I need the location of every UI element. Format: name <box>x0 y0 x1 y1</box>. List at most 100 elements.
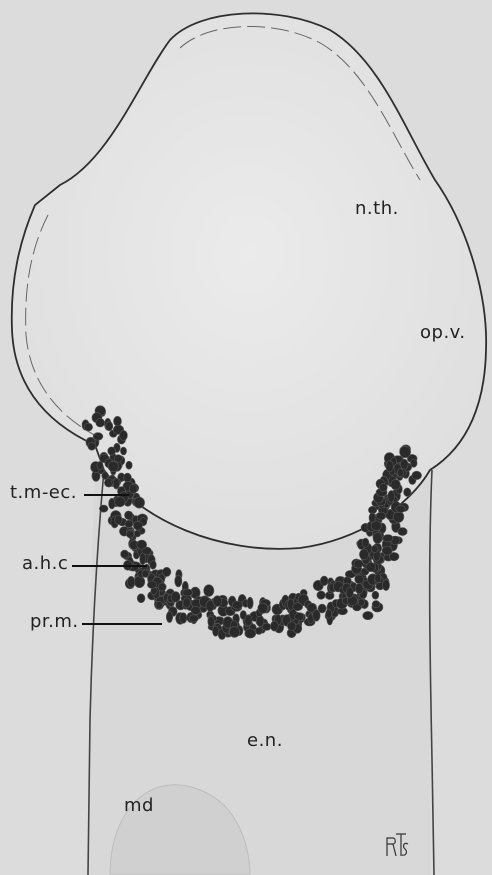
cell <box>96 418 105 427</box>
cell <box>386 461 393 472</box>
cell <box>133 521 142 530</box>
cell <box>114 416 122 426</box>
cell <box>88 442 96 450</box>
cell <box>320 576 328 586</box>
cell <box>97 461 103 469</box>
cell <box>313 610 321 622</box>
cell <box>208 616 215 627</box>
cell <box>247 597 253 609</box>
cell <box>134 530 140 537</box>
cell <box>191 606 201 614</box>
label-ahc: a.h.c <box>22 553 68 574</box>
cell <box>93 433 103 441</box>
cell <box>355 575 364 584</box>
cell <box>125 511 133 520</box>
cell <box>113 478 119 489</box>
cell <box>158 583 166 591</box>
label-tmec: t.m-ec. <box>10 482 77 503</box>
label-prm: pr.m. <box>30 611 79 632</box>
label-nth: n.th. <box>355 198 399 219</box>
cell <box>376 512 386 520</box>
cell <box>398 528 407 536</box>
cell <box>126 461 132 469</box>
cell <box>232 601 242 609</box>
cell <box>204 585 214 597</box>
cell <box>372 591 379 599</box>
label-opv: op.v. <box>420 322 466 343</box>
cell <box>397 469 403 477</box>
cell <box>412 471 422 479</box>
cell <box>166 611 172 622</box>
cell <box>383 535 393 542</box>
cell <box>355 583 363 593</box>
cell <box>213 626 219 636</box>
cell <box>140 553 146 565</box>
cell <box>134 576 145 588</box>
cell <box>180 613 187 624</box>
cell <box>125 520 133 527</box>
cell <box>120 447 126 455</box>
label-md: md <box>124 795 154 816</box>
cell <box>137 540 147 549</box>
cell <box>295 613 304 621</box>
cell <box>229 627 240 638</box>
cell <box>142 570 149 577</box>
cell <box>359 549 368 560</box>
cell <box>108 461 118 471</box>
cell <box>213 596 222 607</box>
cell <box>354 560 363 568</box>
cell <box>346 587 353 598</box>
cell <box>400 446 411 457</box>
cell <box>317 591 325 599</box>
cell <box>362 538 369 547</box>
cell <box>183 598 190 608</box>
cell <box>129 484 137 493</box>
cell <box>126 530 134 538</box>
cell <box>245 615 252 626</box>
cell <box>379 483 387 491</box>
cell <box>163 567 171 576</box>
cell <box>262 623 271 630</box>
signature-monogram <box>384 830 410 858</box>
cell <box>371 521 381 531</box>
leader-prm <box>82 623 162 625</box>
cell <box>391 479 401 489</box>
cell <box>84 423 92 431</box>
cell <box>108 447 116 455</box>
leader-ahc <box>72 565 147 567</box>
cell <box>373 532 382 543</box>
cell <box>245 629 256 638</box>
cell <box>175 575 182 587</box>
cell <box>375 574 381 583</box>
cell <box>258 603 268 613</box>
cell <box>115 515 123 524</box>
cell <box>114 455 122 463</box>
cell <box>99 505 108 512</box>
cell <box>358 599 364 606</box>
cell <box>147 581 156 589</box>
cell <box>396 505 406 512</box>
cell <box>372 601 380 608</box>
cell <box>287 622 296 631</box>
cell <box>121 550 129 558</box>
cell <box>106 422 113 431</box>
label-en: e.n. <box>247 730 283 751</box>
cell <box>293 603 303 611</box>
cell <box>109 498 116 509</box>
cell <box>371 545 378 552</box>
cell <box>382 546 392 555</box>
cell <box>156 601 163 609</box>
cell <box>255 627 262 634</box>
cell <box>120 430 128 440</box>
cell <box>271 621 279 631</box>
cell <box>388 491 395 503</box>
cell <box>137 594 145 603</box>
cell <box>183 589 193 596</box>
cell <box>189 615 198 622</box>
cell <box>124 473 132 482</box>
cell <box>115 497 126 507</box>
leader-tmec <box>84 494 129 496</box>
cell <box>326 609 332 618</box>
cell <box>171 592 180 603</box>
